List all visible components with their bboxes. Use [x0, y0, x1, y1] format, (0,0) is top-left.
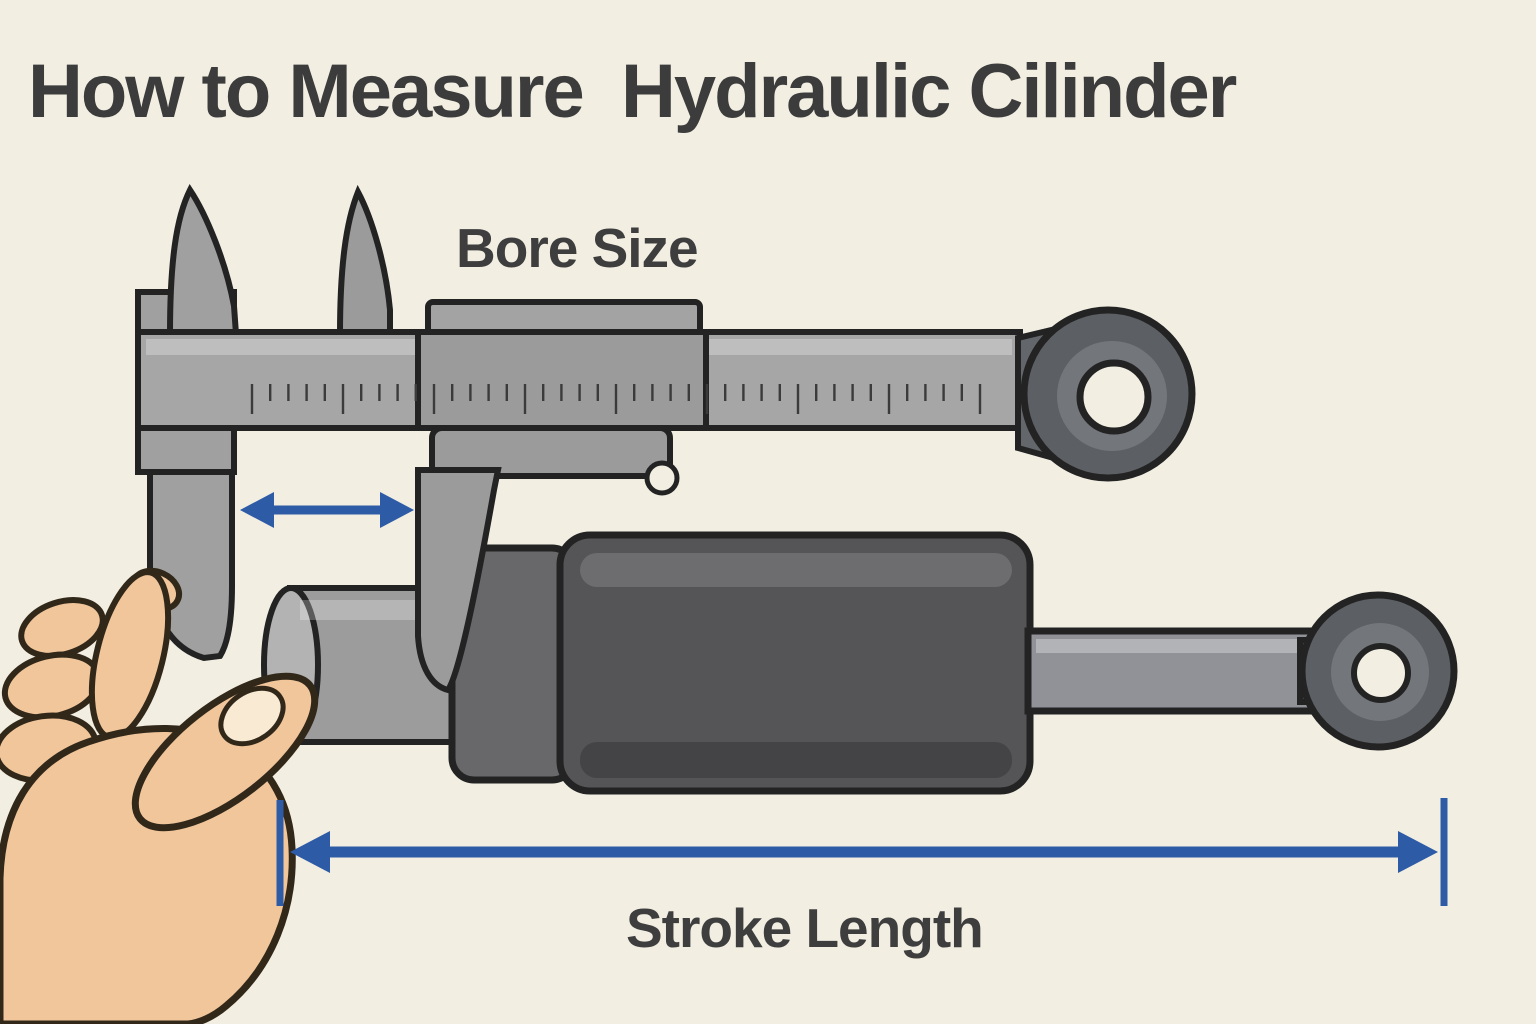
stroke-arrow-left-head-icon — [290, 831, 330, 873]
slider-thumb-notch — [644, 460, 680, 496]
bore-arrow — [240, 492, 414, 528]
bore-arrow-right-head-icon — [380, 492, 414, 528]
piston-rod-highlight — [1036, 639, 1310, 653]
rod-end-hole — [1351, 643, 1411, 703]
barrel-highlight — [580, 553, 1012, 587]
caliper-movable-jaw — [415, 467, 502, 694]
barrel-shadow — [580, 742, 1012, 778]
ruler-ticks — [250, 384, 982, 414]
stroke-arrow — [276, 798, 1448, 906]
bore-size-label: Bore Size — [456, 217, 699, 279]
bore-arrow-left-head-icon — [240, 492, 274, 528]
stroke-length-label: Stroke Length — [626, 897, 984, 959]
caliper-slider-foot — [429, 425, 673, 479]
beam-eye-hole — [1076, 359, 1152, 435]
page-title: How to Measure Hydraulic Cilinder — [28, 49, 1237, 134]
rod-end-eye — [1297, 591, 1458, 751]
caliper-slider-prong — [336, 184, 393, 337]
caliper-slider — [415, 329, 709, 431]
caliper-fixed-prong — [166, 184, 240, 337]
beam-eye — [1015, 306, 1196, 482]
measured-rod-highlight — [300, 600, 450, 620]
caliper — [135, 184, 1023, 496]
thumb-nail — [218, 685, 286, 747]
stroke-arrow-right-head-icon — [1398, 831, 1438, 873]
hand — [0, 567, 319, 1024]
hydraulic-cylinder — [448, 531, 1458, 795]
